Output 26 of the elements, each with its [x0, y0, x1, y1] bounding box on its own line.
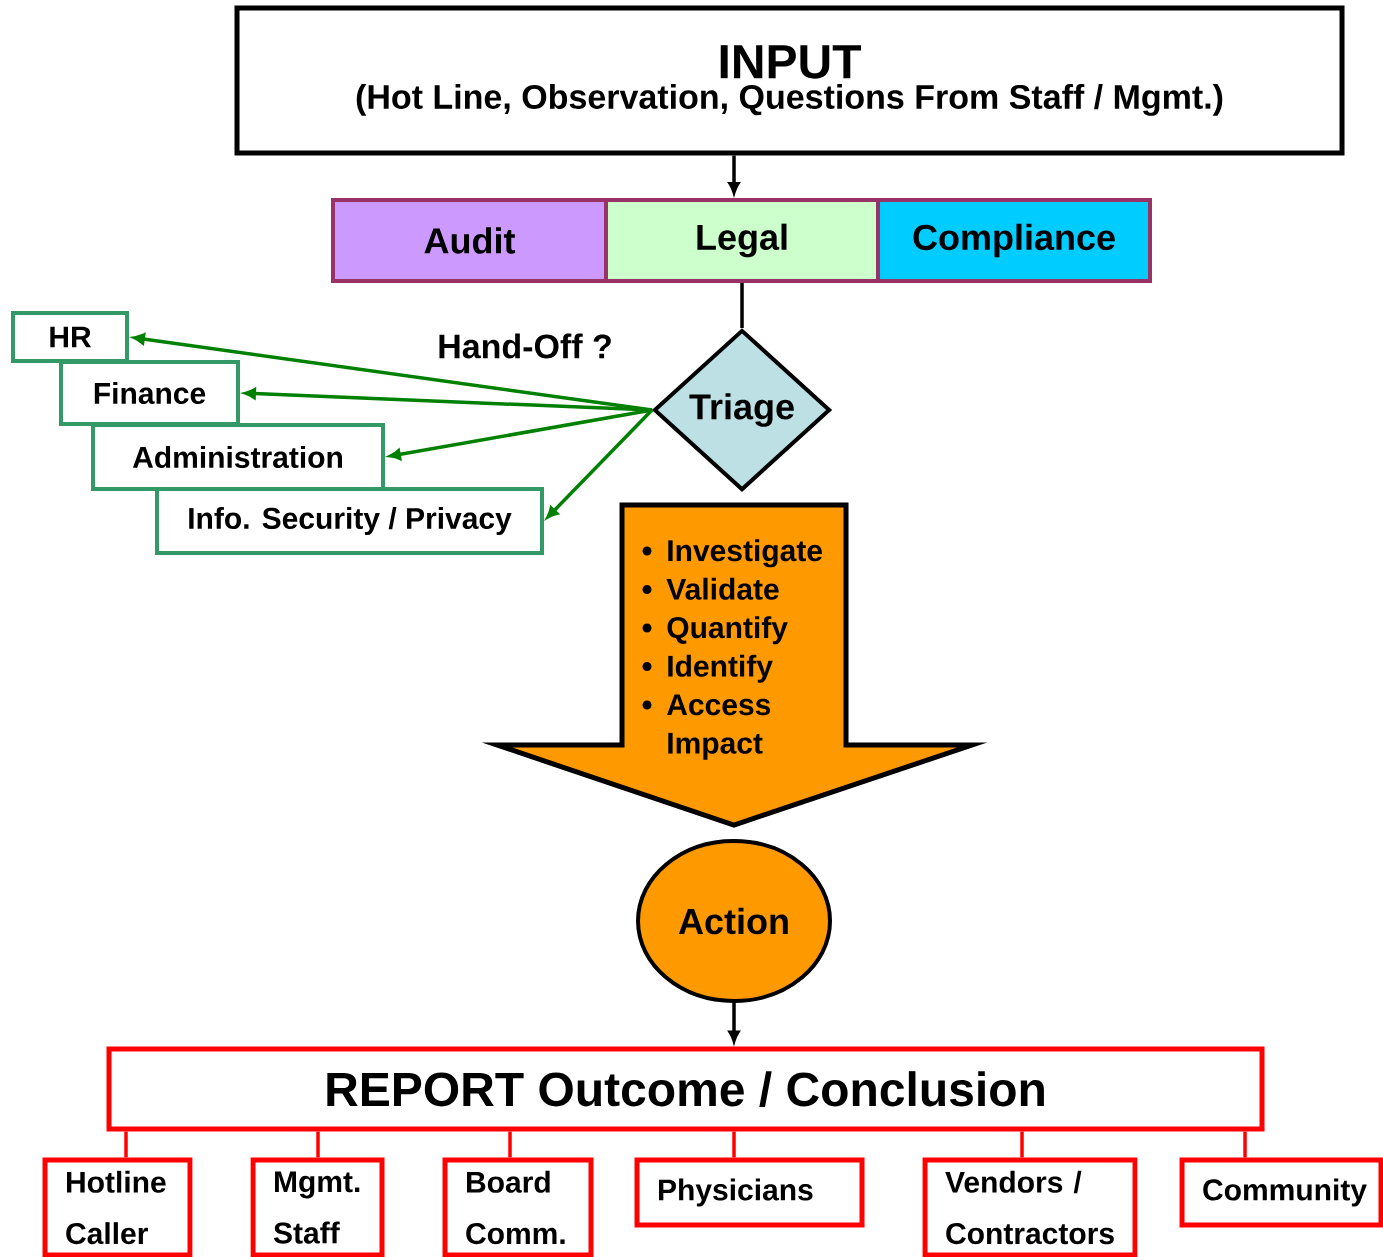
- connector: [508, 1131, 512, 1158]
- list-item: Identify: [668, 654, 773, 683]
- connector: [316, 1131, 320, 1158]
- recipient-box: Board Comm.: [442, 1157, 594, 1257]
- category-box: Legal: [604, 198, 880, 283]
- recipient-box: Hotline Caller: [42, 1157, 193, 1257]
- list-item: Validate: [666, 577, 779, 600]
- input-box: INPUT (Hot Line, Observation, Questions From Staff / Mgmt.): [234, 5, 1345, 156]
- recipient-box: Vendors / Contractors: [922, 1157, 1138, 1257]
- category-box: Compliance: [876, 198, 1152, 283]
- recipient-box: Community: [1179, 1157, 1383, 1228]
- department-box: HR: [11, 311, 129, 363]
- connector: [1020, 1131, 1024, 1158]
- recipient-box: Physicians: [634, 1157, 865, 1228]
- recipient-box: Mgmt. Staff: [250, 1157, 385, 1257]
- list-item: Access Impact: [667, 694, 771, 760]
- connector: [1243, 1131, 1247, 1158]
- connector: [124, 1131, 128, 1158]
- connector: [740, 283, 744, 328]
- report-box: REPORT Outcome / Conclusion: [106, 1046, 1265, 1132]
- list-item: Quantify: [667, 616, 788, 645]
- category-box: Audit: [331, 198, 608, 283]
- connector: [732, 1131, 736, 1158]
- list-item: Investigate: [668, 539, 822, 568]
- department-box: Info. Security / Privacy: [155, 487, 544, 555]
- department-box: Administration: [91, 423, 385, 491]
